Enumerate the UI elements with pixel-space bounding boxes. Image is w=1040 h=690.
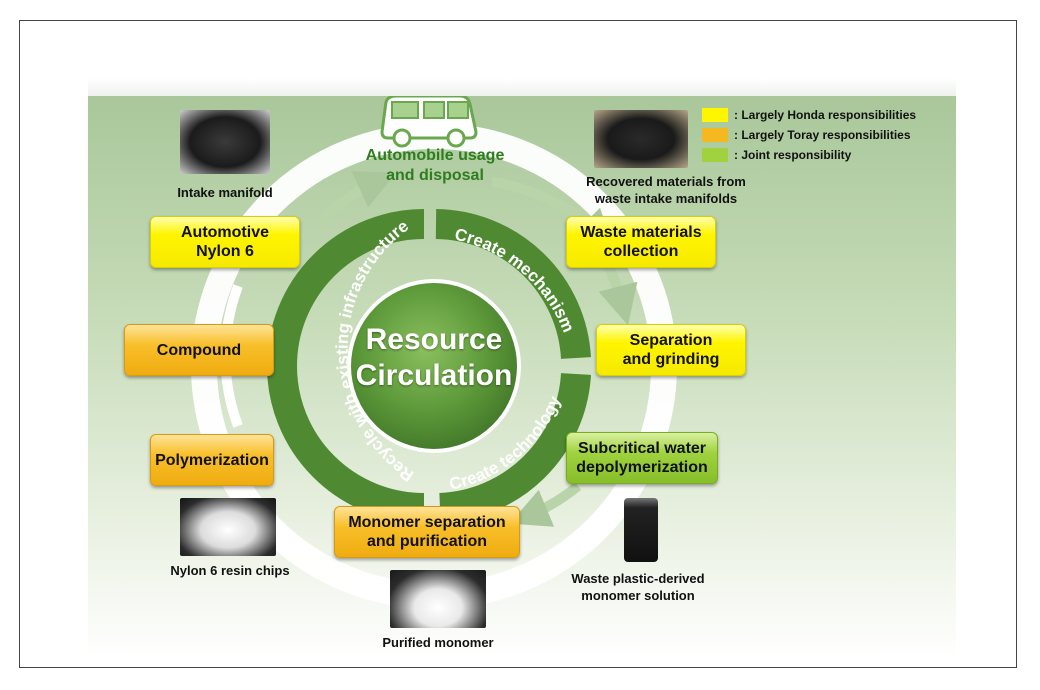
legend-swatch-honda (702, 108, 728, 122)
arrow-right (598, 263, 638, 326)
step-polymerization: Polymerization (150, 434, 274, 486)
intake-manifold-photo (180, 110, 270, 174)
caption-intake-manifold: Intake manifold (177, 185, 273, 200)
step-waste-collection: Waste materials collection (566, 216, 716, 268)
arc-recycle (267, 209, 425, 523)
step-automotive-nylon: Automotive Nylon 6 (150, 216, 300, 268)
top-strip (88, 78, 956, 96)
caption-purified-monomer: Purified monomer (382, 635, 494, 650)
caption-recovered-materials: Recovered materials from waste intake ma… (586, 174, 746, 206)
resin-chips-photo (180, 498, 276, 556)
arc-create-technology (439, 372, 591, 523)
arc-create-mechanism (435, 209, 591, 360)
van-icon (380, 96, 478, 148)
legend-label-honda: : Largely Honda responsibilities (734, 108, 917, 122)
legend-label-joint: : Joint responsibility (734, 148, 852, 162)
step-separation-grinding: Separation and grinding (596, 324, 746, 376)
caption-resin-chips: Nylon 6 resin chips (170, 563, 290, 578)
arrow-top-left (316, 171, 397, 226)
step-monomer-separation: Monomer separation and purification (334, 506, 520, 558)
step-subcritical-water: Subcritical water depolymerization (566, 432, 718, 484)
legend-swatch-toray (702, 128, 728, 142)
center-circle (347, 279, 521, 453)
recovered-materials-photo (594, 110, 688, 168)
legend-swatch-joint (702, 148, 728, 162)
diagram-panel: Create mechanism Create technology Recyc… (88, 96, 956, 658)
center-title: Resource Circulation (355, 323, 513, 392)
monomer-solution-photo (624, 498, 658, 562)
automobile-usage-label: Automobile usage and disposal (365, 147, 505, 184)
legend-joint: : Joint responsibility (702, 148, 851, 162)
purified-monomer-photo (390, 570, 486, 628)
step-compound: Compound (124, 324, 274, 376)
legend-honda: : Largely Honda responsibilities (702, 108, 916, 122)
legend-label-toray: : Largely Toray responsibilities (734, 128, 911, 142)
caption-monomer-solution: Waste plastic-derived monomer solution (571, 571, 705, 603)
legend-toray: : Largely Toray responsibilities (702, 128, 911, 142)
arrow-bottom-right (509, 482, 582, 527)
